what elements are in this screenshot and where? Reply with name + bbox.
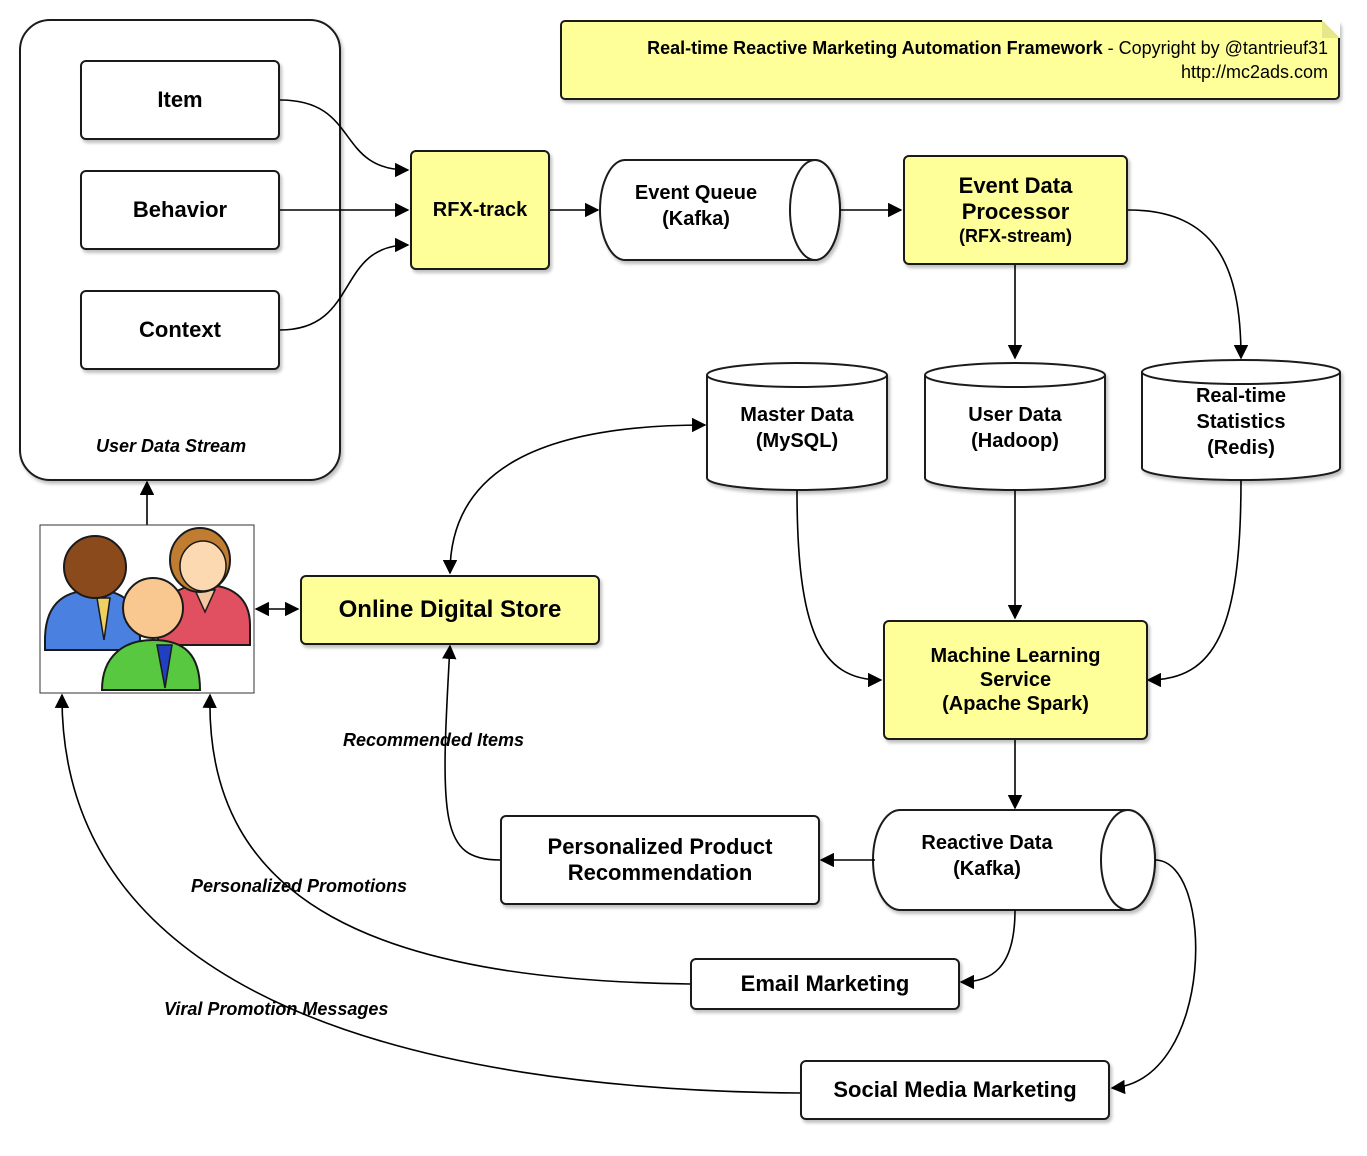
event-queue-title: Event Queue	[634, 182, 758, 204]
arrow-store-masterdata	[442, 417, 707, 575]
email-marketing-box[interactable]: Email Marketing	[690, 958, 960, 1010]
ml-service-subtitle: (Apache Spark)	[942, 693, 1089, 715]
online-store-label: Online Digital Store	[338, 595, 562, 623]
arrow-reactive-to-email	[959, 909, 1016, 990]
user-data-stream-caption: User Data Stream	[96, 436, 247, 456]
recommendation-title-1: Personalized Product	[547, 833, 773, 859]
recommendation-title-2: Recommendation	[567, 860, 753, 885]
behavior-label: Behavior	[132, 196, 228, 222]
note-title-line: Real-time Reactive Marketing Automation …	[562, 36, 1328, 60]
personalized-recommendation-box[interactable]: Personalized Product Recommendation	[500, 815, 820, 905]
note-title-rest: - Copyright by @tantrieuf31	[1102, 38, 1328, 58]
realtime-stats-text: Real-time Statistics (Redis)	[1142, 383, 1340, 461]
context-box[interactable]: Context	[80, 290, 280, 370]
realtime-statistics-cylinder	[1141, 359, 1341, 481]
event-queue-text: Event Queue (Kafka)	[600, 180, 792, 232]
user-data-cylinder	[924, 362, 1106, 491]
arrow-masterdata-to-ml	[796, 489, 883, 688]
realtime-stats-subtitle: (Redis)	[1207, 437, 1275, 459]
event-queue-cylinder	[599, 159, 841, 261]
rfx-track-label: RFX-track	[432, 199, 528, 221]
item-label: Item	[157, 86, 203, 112]
arrow-context-to-rfx	[279, 237, 410, 331]
note-fold-corner	[1322, 20, 1340, 38]
online-digital-store-box[interactable]: Online Digital Store	[300, 575, 600, 645]
recommended-items-label: Recommended Items	[343, 730, 525, 750]
note-title-bold: Real-time Reactive Marketing Automation …	[647, 38, 1103, 58]
email-marketing-label: Email Marketing	[740, 970, 910, 996]
behavior-box[interactable]: Behavior	[80, 170, 280, 250]
event-processor-title-2: Processor	[961, 199, 1070, 225]
note-url: http://mc2ads.com	[1180, 62, 1328, 83]
event-processor-subtitle: (RFX-stream)	[958, 225, 1073, 246]
arrow-item-to-rfx	[279, 99, 410, 178]
social-marketing-label: Social Media Marketing	[833, 1076, 1077, 1102]
social-media-marketing-box[interactable]: Social Media Marketing	[800, 1060, 1110, 1120]
ml-service-title-1: Machine Learning	[930, 645, 1101, 667]
arrow-reactive-to-social	[1110, 859, 1197, 1095]
user-data-subtitle: (Hadoop)	[971, 430, 1059, 452]
user-data-text: User Data (Hadoop)	[925, 402, 1105, 454]
viral-promotion-messages-label: Viral Promotion Messages	[164, 999, 389, 1019]
realtime-stats-title-1: Real-time	[1195, 385, 1287, 407]
machine-learning-service-box[interactable]: Machine Learning Service (Apache Spark)	[883, 620, 1148, 740]
reactive-data-subtitle: (Kafka)	[953, 858, 1021, 880]
people-group-icon	[39, 524, 255, 694]
master-data-text: Master Data (MySQL)	[707, 402, 887, 454]
arrow-recommendation-to-store	[442, 644, 501, 861]
reactive-data-title: Reactive Data	[921, 832, 1053, 854]
rfx-track-box[interactable]: RFX-track	[410, 150, 550, 270]
arrow-stats-to-ml	[1146, 479, 1242, 688]
arrow-social-to-users	[54, 693, 801, 1094]
event-queue-subtitle: (Kafka)	[662, 208, 730, 230]
event-processor-title-1: Event Data	[958, 172, 1073, 198]
reactive-data-text: Reactive Data (Kafka)	[880, 830, 1094, 882]
realtime-stats-title-2: Statistics	[1196, 411, 1286, 433]
master-data-subtitle: (MySQL)	[755, 430, 839, 452]
ml-service-title-2: Service	[979, 669, 1052, 691]
master-data-title: Master Data	[740, 404, 854, 426]
item-box[interactable]: Item	[80, 60, 280, 140]
reactive-data-cylinder	[872, 809, 1156, 911]
user-data-title: User Data	[968, 404, 1062, 426]
title-note: Real-time Reactive Marketing Automation …	[560, 20, 1340, 100]
event-data-processor-box[interactable]: Event Data Processor (RFX-stream)	[903, 155, 1128, 265]
arrow-processor-to-stats	[1127, 209, 1249, 360]
personalized-promotions-label: Personalized Promotions	[191, 876, 408, 896]
arrow-email-to-users	[202, 693, 691, 985]
context-label: Context	[139, 316, 221, 342]
